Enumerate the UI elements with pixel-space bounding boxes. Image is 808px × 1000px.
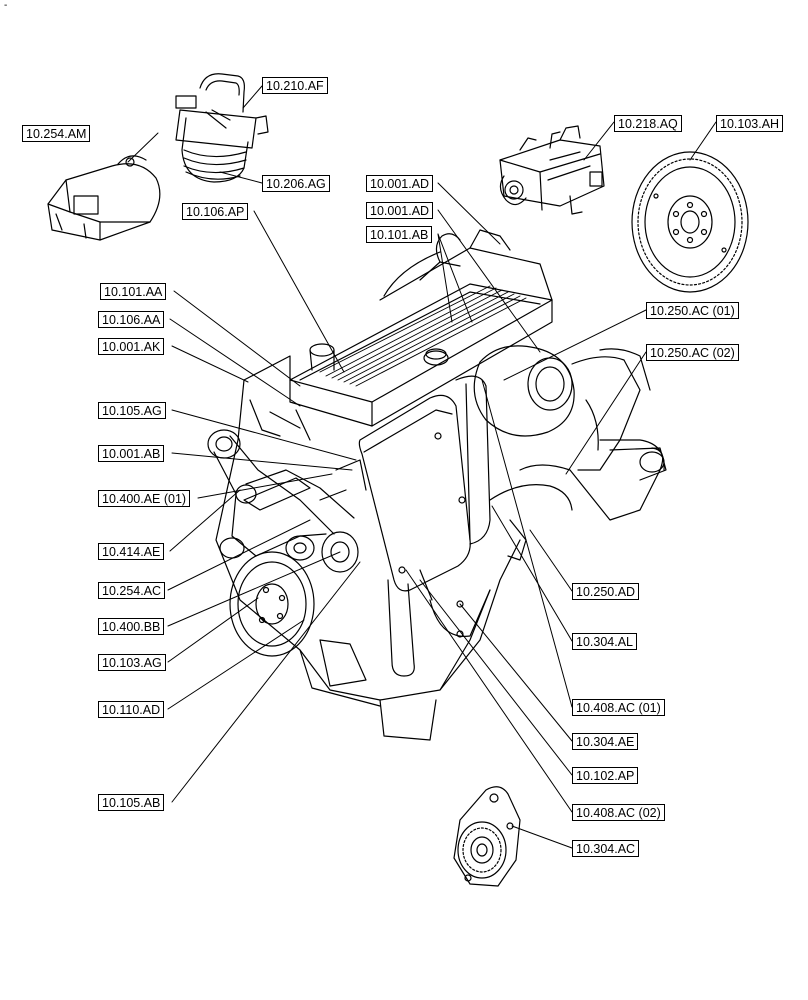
label-10-102-ap[interactable]: 10.102.AP bbox=[572, 767, 639, 784]
fuel-filter-part bbox=[175, 73, 269, 183]
label-10-408-ac-02[interactable]: 10.408.AC (02) bbox=[572, 804, 665, 821]
label-10-206-ag[interactable]: 10.206.AG bbox=[262, 175, 330, 192]
label-10-254-am[interactable]: 10.254.AM bbox=[22, 125, 91, 142]
label-10-106-ap[interactable]: 10.106.AP bbox=[182, 203, 249, 220]
label-10-103-ag[interactable]: 10.103.AG bbox=[98, 654, 166, 671]
label-10-105-ag[interactable]: 10.105.AG bbox=[98, 402, 166, 419]
thermostat-housing-part bbox=[47, 155, 161, 241]
label-10-110-ad[interactable]: 10.110.AD bbox=[98, 701, 165, 718]
label-10-400-ae-01[interactable]: 10.400.AE (01) bbox=[98, 490, 191, 507]
label-10-250-ac-01[interactable]: 10.250.AC (01) bbox=[646, 302, 739, 319]
corner-mark: - bbox=[4, 0, 8, 11]
label-10-254-ac[interactable]: 10.254.AC bbox=[98, 582, 166, 599]
label-10-408-ac-01[interactable]: 10.408.AC (01) bbox=[572, 699, 665, 716]
label-10-250-ac-02[interactable]: 10.250.AC (02) bbox=[646, 344, 739, 361]
label-10-218-aq[interactable]: 10.218.AQ bbox=[614, 115, 682, 132]
label-10-001-ad-second[interactable]: 10.001.AD bbox=[366, 202, 434, 219]
oil-pump-part bbox=[453, 786, 521, 887]
label-10-304-ac[interactable]: 10.304.AC bbox=[572, 840, 640, 857]
fuel-pump-part bbox=[499, 125, 605, 215]
label-10-001-ad-top[interactable]: 10.001.AD bbox=[366, 175, 434, 192]
label-10-101-ab[interactable]: 10.101.AB bbox=[366, 226, 433, 243]
label-10-001-ab[interactable]: 10.001.AB bbox=[98, 445, 165, 462]
label-10-304-ae[interactable]: 10.304.AE bbox=[572, 733, 639, 750]
label-10-101-aa[interactable]: 10.101.AA bbox=[100, 283, 167, 300]
label-10-210-af[interactable]: 10.210.AF bbox=[262, 77, 328, 94]
label-10-400-bb[interactable]: 10.400.BB bbox=[98, 618, 165, 635]
leader-lines bbox=[127, 85, 717, 849]
label-10-001-ak[interactable]: 10.001.AK bbox=[98, 338, 165, 355]
engine-block-part bbox=[207, 229, 667, 741]
label-10-103-ah[interactable]: 10.103.AH bbox=[716, 115, 784, 132]
label-10-414-ae[interactable]: 10.414.AE bbox=[98, 543, 165, 560]
label-10-106-aa[interactable]: 10.106.AA bbox=[98, 311, 165, 328]
label-10-105-ab[interactable]: 10.105.AB bbox=[98, 794, 165, 811]
label-10-250-ad[interactable]: 10.250.AD bbox=[572, 583, 640, 600]
flywheel-part bbox=[631, 151, 749, 293]
label-10-304-al[interactable]: 10.304.AL bbox=[572, 633, 637, 650]
